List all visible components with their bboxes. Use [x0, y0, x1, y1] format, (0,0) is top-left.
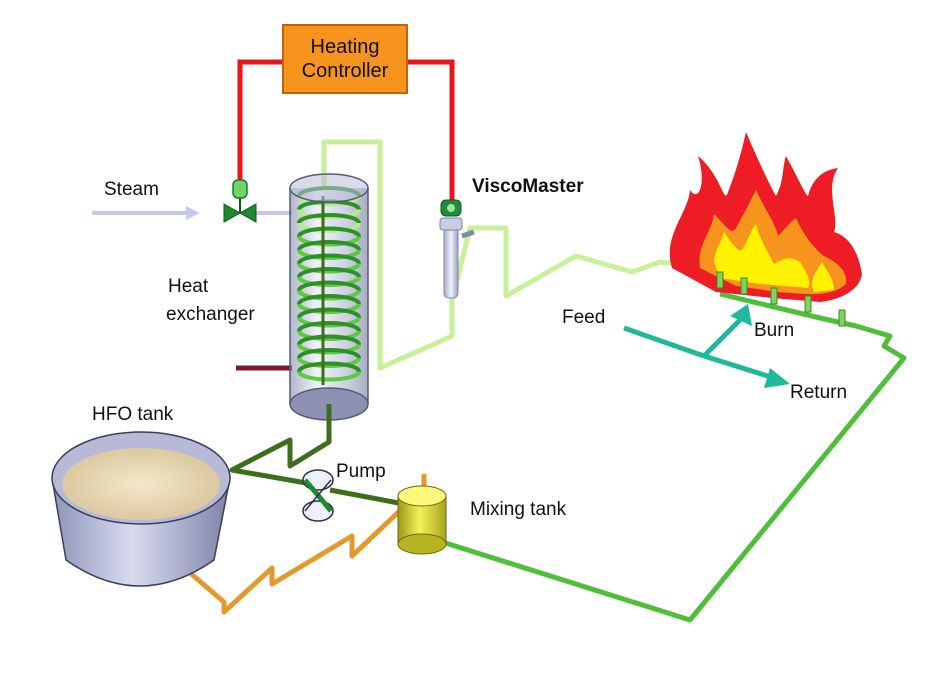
burner-flames: [669, 132, 862, 302]
pump-discharge-line: [329, 487, 405, 507]
coil-turn-front: [297, 222, 361, 233]
viscomaster-label: ViscoMaster: [472, 176, 584, 197]
controller-label-line1: Heating: [310, 36, 380, 58]
hfo-tank: [51, 431, 231, 587]
coil-turn-back: [297, 267, 361, 278]
steam-valve: [223, 179, 257, 223]
coil-turn-front: [297, 316, 361, 328]
coil-turn-back: [297, 307, 361, 319]
coil-turn-front: [297, 276, 361, 287]
controller-label-line2: Controller: [301, 60, 389, 82]
coil-turn-back: [297, 294, 361, 305]
return-label: Return: [790, 382, 848, 403]
mixing-tank: [397, 485, 447, 555]
hot-oil-line: [321, 139, 721, 371]
steam-arrowhead: [186, 206, 200, 220]
heating-coil: [297, 186, 361, 385]
coil-turn-back: [297, 348, 361, 359]
coil-turn-front: [297, 303, 361, 314]
heat-exchanger: [289, 173, 369, 425]
mixed-oil-line: [229, 425, 332, 487]
coil-turn-front: [297, 195, 361, 206]
feed-label: Feed: [562, 307, 606, 328]
coil-turn-front: [297, 235, 361, 247]
feed-arrow: [623, 325, 705, 359]
burn-arrow: [702, 316, 744, 358]
coil-turn-back: [297, 361, 361, 373]
mixing-tank-label: Mixing tank: [470, 499, 567, 520]
coil-turn-back: [297, 213, 361, 224]
coil-turn-back: [297, 321, 361, 332]
control-line-valve: [237, 59, 282, 182]
burner-nozzle: [770, 287, 778, 305]
burner-nozzles: [716, 271, 846, 327]
coil-turn-front: [297, 208, 361, 220]
coil-turn-front: [297, 330, 361, 341]
coil-turn-front: [297, 343, 361, 355]
heating-controller-box: Heating Controller: [282, 24, 408, 94]
viscomaster-instrument: [439, 199, 475, 299]
coil-turn-back: [297, 240, 361, 251]
return-arrow: [703, 353, 775, 381]
burner-nozzle: [740, 277, 748, 295]
hfo-tank-label: HFO tank: [92, 404, 174, 425]
recirculation-line: [435, 291, 907, 623]
coil-turn-front: [297, 289, 361, 301]
coil-turn-front: [297, 370, 361, 382]
heat-exchanger-label-line1: Heat: [168, 276, 209, 297]
burn-label: Burn: [754, 320, 795, 341]
pump-label: Pump: [336, 461, 386, 482]
return-arrowhead: [764, 368, 790, 388]
coil-turn-front: [297, 357, 361, 368]
pump: [302, 469, 334, 522]
coil-turn-back: [297, 226, 361, 238]
flow-arrows: [623, 304, 790, 388]
steam-label: Steam: [104, 179, 159, 200]
flame-inner: [714, 224, 810, 288]
flame-small-right: [812, 262, 834, 292]
heat-exchanger-label-line2: exchanger: [166, 304, 255, 325]
control-line-viscomaster: [408, 59, 455, 200]
coil-turn-front: [297, 249, 361, 260]
coil-turn-back: [297, 253, 361, 265]
burn-arrowhead: [730, 304, 752, 326]
coil-turn-back: [297, 334, 361, 346]
burner-nozzle: [838, 309, 846, 327]
coil-turn-front: [297, 262, 361, 274]
burner-nozzle: [804, 295, 812, 313]
burner-nozzle: [716, 271, 724, 289]
coil-turn-back: [297, 280, 361, 292]
